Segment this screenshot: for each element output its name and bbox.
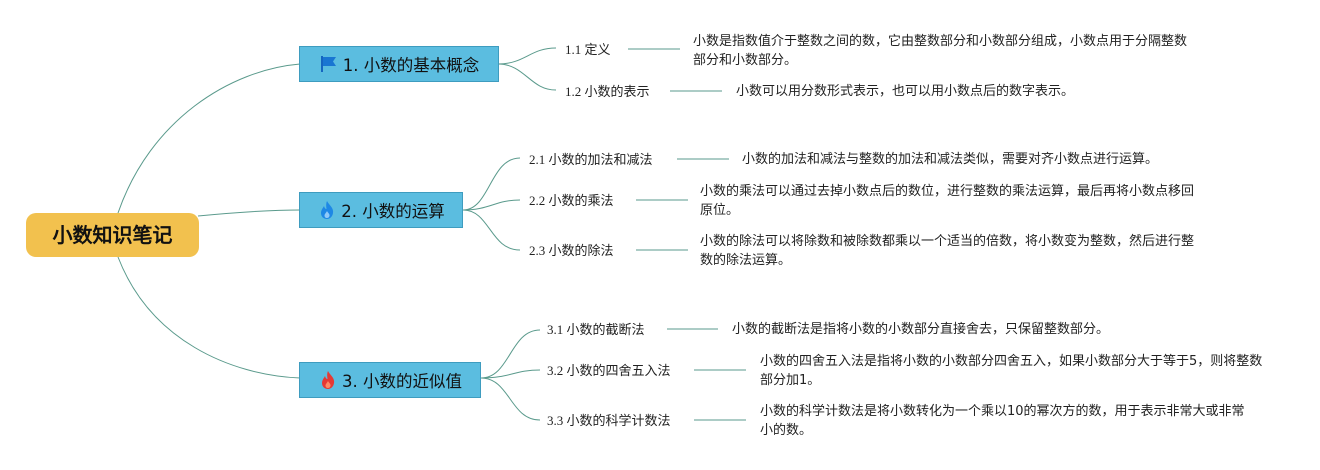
branch-label: 3. 小数的近似值	[342, 372, 462, 391]
branch-label: 2. 小数的运算	[341, 202, 445, 221]
root-topic[interactable]: 小数知识笔记	[26, 213, 199, 257]
link-root-b2	[197, 209, 301, 217]
desc-scientific-notation: 小数的科学计数法是将小数转化为一个乘以10的幂次方的数，用于表示非常大或非常小的…	[760, 404, 1245, 438]
desc-division: 小数的除法可以将除数和被除数都乘以一个适当的倍数，将小数变为整数，然后进行整数的…	[700, 234, 1195, 268]
desc-truncation: 小数的截断法是指将小数的小数部分直接舍去，只保留整数部分。	[732, 322, 1110, 337]
subtopic-division[interactable]: 2.3 小数的除法	[529, 243, 614, 258]
link-b1-s1	[497, 47, 557, 65]
desc-representation: 小数可以用分数形式表示，也可以用小数点后的数字表示。	[736, 84, 1075, 99]
subtopic-multiplication[interactable]: 2.2 小数的乘法	[529, 193, 614, 208]
link-b3-s2	[480, 369, 541, 379]
flag-icon	[319, 54, 339, 74]
subtopic-add-subtract[interactable]: 2.1 小数的加法和减法	[529, 152, 653, 167]
subtopic-definition[interactable]: 1.1 定义	[565, 42, 611, 57]
link-root-b1	[117, 63, 301, 214]
link-b2-s1	[462, 157, 521, 211]
desc-multiplication: 小数的乘法可以通过去掉小数点后的数位，进行整数的乘法运算，最后再将小数点移回原位…	[700, 184, 1195, 218]
subtopic-truncation[interactable]: 3.1 小数的截断法	[547, 322, 645, 337]
branch-approximation[interactable]: 3. 小数的近似值	[299, 362, 481, 398]
link-b2-s2	[462, 199, 521, 211]
link-root-b3	[117, 256, 301, 379]
branch-operations[interactable]: 2. 小数的运算	[299, 192, 463, 228]
subtopic-representation[interactable]: 1.2 小数的表示	[565, 84, 650, 99]
link-b2-s3	[462, 209, 521, 251]
link-b3-s3	[480, 377, 541, 421]
red-fire-icon	[318, 370, 338, 390]
subtopic-rounding[interactable]: 3.2 小数的四舍五入法	[547, 363, 671, 378]
link-b1-s2	[497, 63, 557, 91]
desc-rounding: 小数的四舍五入法是指将小数的小数部分四舍五入，如果小数部分大于等于5，则将整数部…	[760, 354, 1263, 388]
fire-icon	[317, 200, 337, 220]
branch-label: 1. 小数的基本概念	[342, 56, 480, 75]
link-b3-s1	[480, 329, 541, 379]
desc-definition: 小数是指数值介于整数之间的数，它由整数部分和小数部分组成，小数点用于分隔整数部分…	[693, 34, 1188, 68]
branch-basic-concepts[interactable]: 1. 小数的基本概念	[299, 46, 499, 82]
desc-add-subtract: 小数的加法和减法与整数的加法和减法类似，需要对齐小数点进行运算。	[742, 152, 1159, 167]
subtopic-scientific-notation[interactable]: 3.3 小数的科学计数法	[547, 413, 671, 428]
